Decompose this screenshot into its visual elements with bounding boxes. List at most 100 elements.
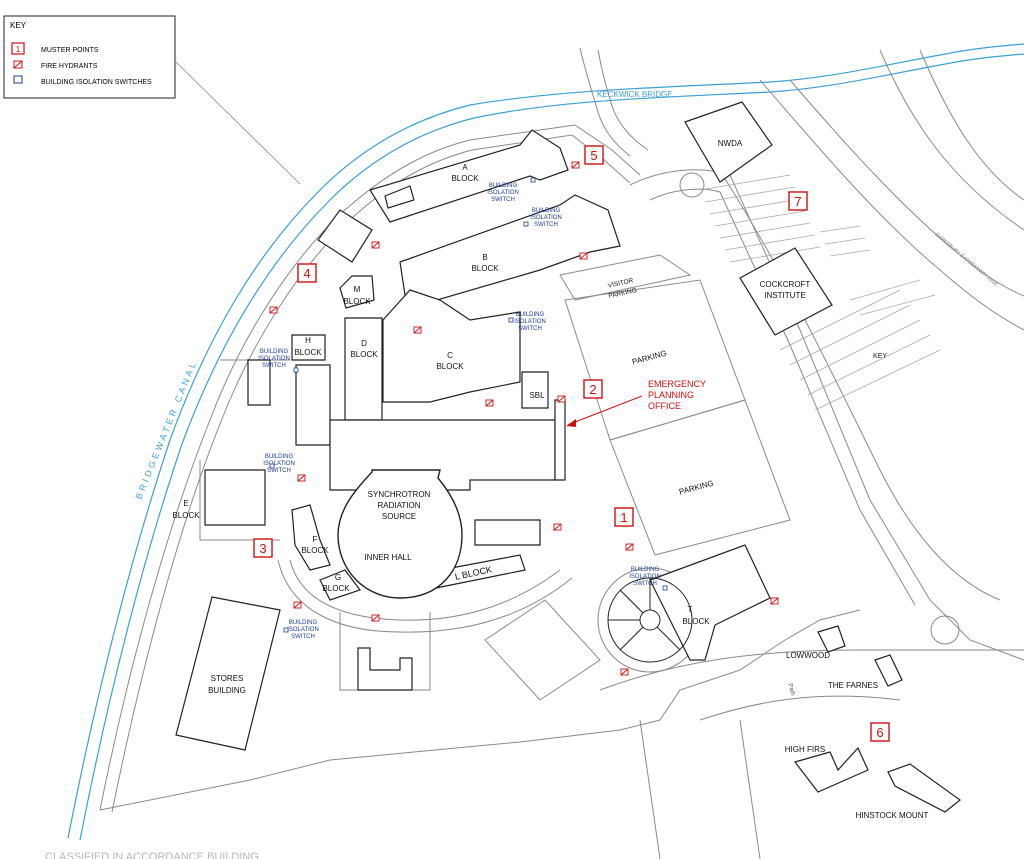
svg-text:INSTITUTE: INSTITUTE xyxy=(764,291,805,300)
svg-text:ISOLATION: ISOLATION xyxy=(629,574,661,580)
svg-text:6: 6 xyxy=(876,725,883,740)
fire-hydrant-icon xyxy=(625,543,634,551)
fire-hydrants xyxy=(269,161,779,676)
fire-hydrant-icon xyxy=(371,241,380,249)
parking-label-2: PARKING xyxy=(678,479,715,497)
svg-text:2: 2 xyxy=(589,382,596,397)
parking-bays xyxy=(699,174,941,411)
isolation-switch-markers xyxy=(269,177,668,633)
svg-text:SYNCHROTRON: SYNCHROTRON xyxy=(368,490,431,499)
isolation-switch-h: BUILDING ISOLATION SWITCH xyxy=(258,349,290,369)
svg-text:EMERGENCY: EMERGENCY xyxy=(648,379,706,389)
svg-text:BUILDING: BUILDING xyxy=(208,686,246,695)
keckwick-bridge-label: KECKWICK BRIDGE xyxy=(597,90,673,99)
bridgewater-canal xyxy=(67,43,1024,841)
svg-text:BUILDING: BUILDING xyxy=(516,312,545,318)
svg-text:SWITCH: SWITCH xyxy=(491,197,515,203)
isolation-switch-icon xyxy=(508,317,514,323)
svg-text:HINSTOCK MOUNT: HINSTOCK MOUNT xyxy=(856,811,929,820)
b-block-outline xyxy=(399,194,621,306)
svg-text:SWITCH: SWITCH xyxy=(518,326,542,332)
svg-text:SWITCH: SWITCH xyxy=(633,581,657,587)
svg-text:5: 5 xyxy=(590,148,597,163)
svg-text:BLOCK: BLOCK xyxy=(350,350,378,359)
a-block-outline xyxy=(369,129,569,223)
e-block-outline xyxy=(204,469,266,526)
svg-text:THE FARNES: THE FARNES xyxy=(828,681,878,690)
canal-label: BRIDGEWATER CANAL xyxy=(134,358,199,500)
fire-hydrant-icon xyxy=(557,395,566,403)
svg-text:BLOCK: BLOCK xyxy=(343,297,371,306)
svg-text:RADIATION: RADIATION xyxy=(378,501,421,510)
fire-hydrant-icon xyxy=(293,601,302,609)
svg-text:ISOLATION: ISOLATION xyxy=(514,319,546,325)
fire-hydrant-icon xyxy=(413,326,422,334)
d-block-outline xyxy=(344,317,383,421)
srs-ring xyxy=(337,469,463,599)
svg-text:SWITCH: SWITCH xyxy=(267,468,291,474)
g-block-outline xyxy=(319,569,361,601)
svg-text:SWITCH: SWITCH xyxy=(534,222,558,228)
map-key: KEY 1 MUSTER POINTS FIRE HYDRANTS BUILDI… xyxy=(3,15,176,99)
svg-text:A: A xyxy=(462,163,468,172)
building-labels: A BLOCK B BLOCK C BLOCK D BLOCK E BLOCK … xyxy=(172,139,928,820)
isolation-switch-labels: BUILDING ISOLATION SWITCH BUILDING ISOLA… xyxy=(258,183,661,640)
fire-hydrant-icon xyxy=(297,474,306,482)
fire-hydrant-icon xyxy=(770,597,779,605)
isolation-switch-t: BUILDING ISOLATION SWITCH xyxy=(629,567,661,587)
buildings xyxy=(175,101,961,813)
m-block-outline xyxy=(339,275,375,309)
svg-text:ISOLATION: ISOLATION xyxy=(530,215,562,221)
svg-text:BLOCK: BLOCK xyxy=(451,174,479,183)
isolation-switch-icon xyxy=(530,177,536,183)
emergency-planning-office: EMERGENCY PLANNING OFFICE xyxy=(566,379,706,427)
svg-text:4: 4 xyxy=(303,266,310,281)
fire-hydrant-icon xyxy=(371,614,380,622)
parking-label-1: PARKING xyxy=(631,349,668,367)
svg-text:BLOCK: BLOCK xyxy=(172,511,200,520)
nw-block-outline xyxy=(317,209,373,263)
svg-text:B: B xyxy=(482,253,487,262)
svg-text:D: D xyxy=(361,339,367,348)
svg-text:INNER HALL: INNER HALL xyxy=(364,553,412,562)
isolation-switch-icon xyxy=(662,585,668,591)
svg-text:1: 1 xyxy=(620,510,627,525)
svg-text:BLOCK: BLOCK xyxy=(294,348,322,357)
svg-text:SBL: SBL xyxy=(529,391,545,400)
isolation-switch-a: BUILDING ISOLATION SWITCH xyxy=(487,183,519,203)
nwda-outline xyxy=(684,101,773,183)
key-muster-label: MUSTER POINTS xyxy=(41,47,99,54)
key-area-label: KEY xyxy=(873,353,887,360)
svg-text:LOWWOOD: LOWWOOD xyxy=(786,651,830,660)
isolation-switch-icon xyxy=(269,463,275,469)
svg-text:ISOLATION: ISOLATION xyxy=(258,356,290,362)
key-muster-symbol: 1 xyxy=(11,42,25,55)
cockcroft-outline xyxy=(739,247,833,336)
svg-text:BUILDING: BUILDING xyxy=(489,183,518,189)
isolation-switch-b: BUILDING ISOLATION SWITCH xyxy=(530,208,562,228)
f-block-outline xyxy=(291,504,331,571)
muster-point-6: 6 xyxy=(870,722,890,742)
isolation-switch-stores: BUILDING ISOLATION SWITCH xyxy=(287,620,319,640)
isolation-switch-icon xyxy=(523,221,529,227)
isolation-switch-icon xyxy=(293,367,299,373)
key-switch-label: BUILDING ISOLATION SWITCHES xyxy=(41,79,152,86)
svg-text:BUILDING: BUILDING xyxy=(260,349,289,355)
fire-hydrant-icon xyxy=(553,523,562,531)
blurred-footer: CLASSIFIED IN ACCORDANCE BUILDING xyxy=(45,851,259,859)
svg-text:T: T xyxy=(688,605,693,614)
svg-text:ISOLATION: ISOLATION xyxy=(487,190,519,196)
svg-text:SWITCH: SWITCH xyxy=(291,634,315,640)
h-block-outline xyxy=(291,334,326,361)
svg-text:E: E xyxy=(183,499,188,508)
srs-hall-outline xyxy=(329,419,556,491)
svg-text:BLOCK: BLOCK xyxy=(322,584,350,593)
muster-point-3: 3 xyxy=(253,538,273,558)
muster-point-7: 7 xyxy=(788,191,808,211)
svg-text:HIGH FIRS: HIGH FIRS xyxy=(785,745,825,754)
svg-text:F: F xyxy=(313,535,318,544)
roads xyxy=(99,47,1024,859)
muster-points: 1 2 3 4 5 6 7 xyxy=(253,145,890,742)
isolation-switch-icon xyxy=(283,627,289,633)
isolation-switch-c: BUILDING ISOLATION SWITCH xyxy=(514,312,546,332)
